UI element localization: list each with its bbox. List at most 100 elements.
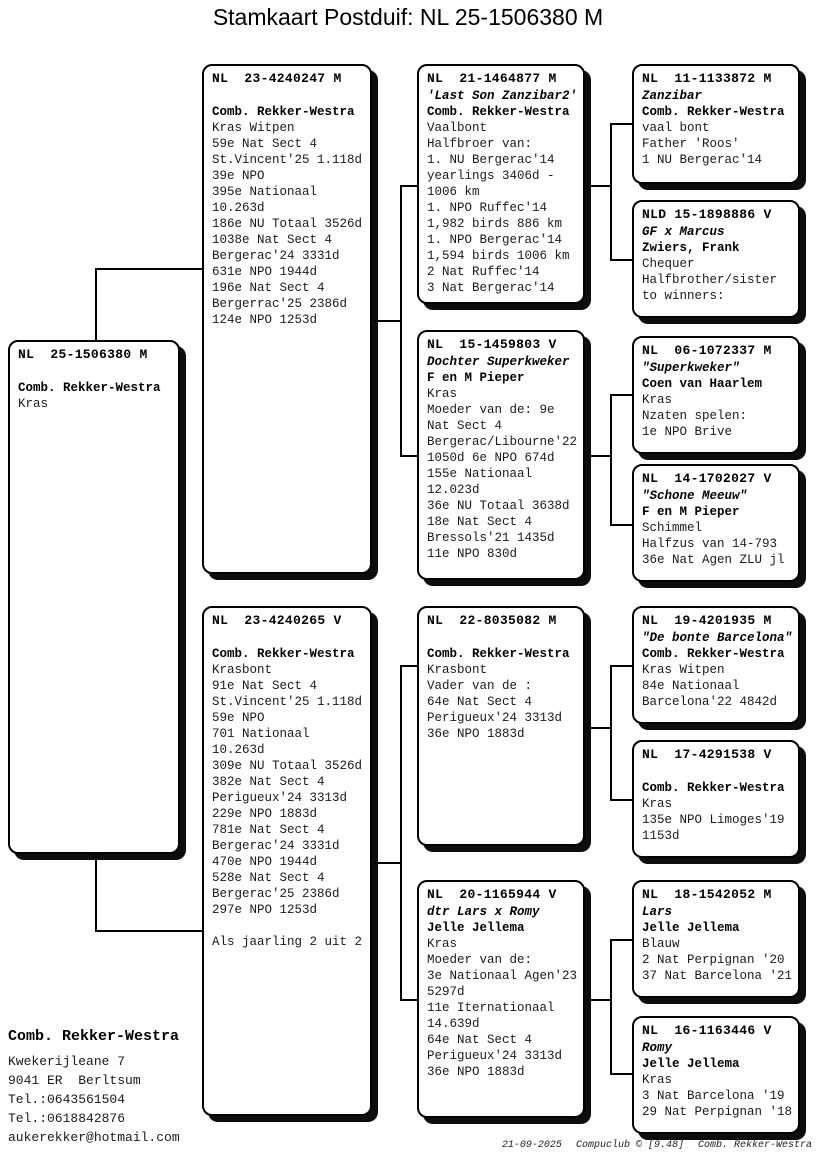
- connector-line: [400, 185, 402, 457]
- pedigree-line: Halfzus van 14-793: [642, 537, 778, 551]
- pedigree-line: 59e NPO: [212, 711, 265, 725]
- pedigree-line: 5297d: [427, 985, 465, 999]
- pedigree-line: 3 Nat Barcelona '19: [642, 1089, 785, 1103]
- pedigree-line: 1038e Nat Sect 4: [212, 233, 333, 247]
- pedigree-line: 631e NPO 1944d: [212, 265, 318, 279]
- connector-line: [400, 665, 402, 1001]
- connector-line: [610, 394, 632, 396]
- footer-owner: Comb. Rekker-Westra: [697, 1140, 812, 1151]
- connector-line: [610, 665, 632, 667]
- pedigree-line: 1,594 birds 1006 km: [427, 249, 570, 263]
- pedigree-line: Halfbroer van:: [427, 137, 533, 151]
- ring-number: NL 23-4240247 M: [212, 71, 342, 86]
- ring-number: NL 18-1542052 M: [642, 887, 772, 902]
- pedigree-line: 382e Nat Sect 4: [212, 775, 325, 789]
- pedigree-line: 3 Nat Bergerac'14: [427, 281, 555, 295]
- connector-line: [610, 1073, 632, 1075]
- connector-line: [610, 394, 612, 526]
- pedigree-line: 1153d: [642, 829, 680, 843]
- pedigree-line: 1006 km: [427, 185, 480, 199]
- pedigree-line: Bergerac'25 2386d: [212, 887, 340, 901]
- pedigree-line: Kras: [642, 797, 673, 811]
- pedigree-line: Nzaten spelen:: [642, 409, 748, 423]
- pedigree-line: Jelle Jellema: [427, 921, 525, 935]
- pedigree-line: Bergerac/Libourne'22: [427, 435, 578, 449]
- owner-name: Comb. Rekker-Westra: [8, 1028, 180, 1045]
- pedigree-line: Comb. Rekker-Westra: [427, 647, 570, 661]
- connector-line: [400, 999, 417, 1001]
- pedigree-line: Coen van Haarlem: [642, 377, 763, 391]
- pedigree-line: Dochter Superkweker: [427, 355, 570, 369]
- pedigree-line: Zanzibar: [642, 89, 703, 103]
- pedigree-line: 2 Nat Perpignan '20: [642, 953, 785, 967]
- pedigree-line: 36e NPO 1883d: [427, 1065, 525, 1079]
- pedigree-line: 1 NU Bergerac'14: [642, 153, 763, 167]
- pedigree-line: [212, 89, 366, 105]
- pedigree-box-pgf: NL 21-1464877 M'Last Son Zanzibar2'Comb.…: [417, 64, 585, 304]
- pedigree-line: dtr Lars x Romy: [427, 905, 540, 919]
- pedigree-line: 91e Nat Sect 4: [212, 679, 318, 693]
- pedigree-line: [18, 365, 174, 381]
- pedigree-line: Krasbont: [427, 663, 488, 677]
- pedigree-line: Kras: [642, 393, 673, 407]
- pedigree-line: "Superkweker": [642, 361, 740, 375]
- pedigree-line: Comb. Rekker-Westra: [18, 381, 161, 395]
- pedigree-line: Perigueux'24 3313d: [427, 711, 563, 725]
- pedigree-line: 395e Nationaal: [212, 185, 318, 199]
- connector-line: [400, 185, 417, 187]
- owner-address-line: Tel.:0643561504: [8, 1092, 126, 1107]
- pedigree-line: 1050d 6e NPO 674d: [427, 451, 555, 465]
- ring-number: NL 15-1459803 V: [427, 337, 557, 352]
- pedigree-line: 64e Nat Sect 4: [427, 695, 533, 709]
- pedigree-line: Kras: [427, 937, 458, 951]
- owner-address-line: aukerekker@hotmail.com: [8, 1130, 180, 1145]
- pedigree-line: Schimmel: [642, 521, 703, 535]
- ring-number: NL 19-4201935 M: [642, 613, 772, 628]
- pedigree-line: "De bonte Barcelona": [642, 631, 793, 645]
- pedigree-line: [642, 765, 794, 781]
- ring-number: NLD 15-1898886 V: [642, 207, 772, 222]
- ring-number: NL 14-1702027 V: [642, 471, 772, 486]
- pedigree-line: F en M Pieper: [642, 505, 740, 519]
- pedigree-line: Vader van de :: [427, 679, 533, 693]
- pedigree-line: 29 Nat Perpignan '18: [642, 1105, 793, 1119]
- pedigree-line: 18e Nat Sect 4: [427, 515, 533, 529]
- connector-line: [610, 524, 632, 526]
- pedigree-line: yearlings 3406d -: [427, 169, 555, 183]
- pedigree-box-gg5: NL 19-4201935 M"De bonte Barcelona"Comb.…: [632, 606, 800, 724]
- pedigree-line: 36e NPO 1883d: [427, 727, 525, 741]
- pedigree-line: 37 Nat Barcelona '21: [642, 969, 793, 983]
- pedigree-line: 10.263d: [212, 201, 265, 215]
- pedigree-line: Kras: [427, 387, 458, 401]
- pedigree-line: Vaalbont: [427, 121, 488, 135]
- pedigree-line: 3e Nationaal Agen'23: [427, 969, 578, 983]
- pedigree-line: 124e NPO 1253d: [212, 313, 318, 327]
- pedigree-line: 'Last Son Zanzibar2': [427, 89, 578, 103]
- pedigree-line: 297e NPO 1253d: [212, 903, 318, 917]
- connector-line: [95, 930, 204, 932]
- ring-number: NL 06-1072337 M: [642, 343, 772, 358]
- connector-line: [610, 939, 612, 1075]
- pedigree-box-gg4: NL 14-1702027 V"Schone Meeuw"F en M Piep…: [632, 464, 800, 582]
- pedigree-line: 470e NPO 1944d: [212, 855, 318, 869]
- pedigree-box-gg3: NL 06-1072337 M "Superkweker" Coen van Haa…: [632, 336, 800, 454]
- pedigree-line: Nat Sect 4: [427, 419, 503, 433]
- pedigree-line: 84e Nationaal: [642, 679, 740, 693]
- pedigree-line: Father 'Roos': [642, 137, 740, 151]
- pedigree-line: Kras Witpen: [212, 121, 295, 135]
- pedigree-line: Als jaarling 2 uit 2: [212, 935, 363, 949]
- pedigree-line: 309e NU Totaal 3526d: [212, 759, 363, 773]
- pedigree-line: Kras: [18, 397, 49, 411]
- pedigree-line: Kras Witpen: [642, 663, 725, 677]
- pedigree-line: Barcelona'22 4842d: [642, 695, 778, 709]
- owner-address-line: Tel.:0618842876: [8, 1111, 126, 1126]
- pedigree-line: Bergerac'24 3331d: [212, 839, 340, 853]
- pedigree-line: Lars: [642, 905, 673, 919]
